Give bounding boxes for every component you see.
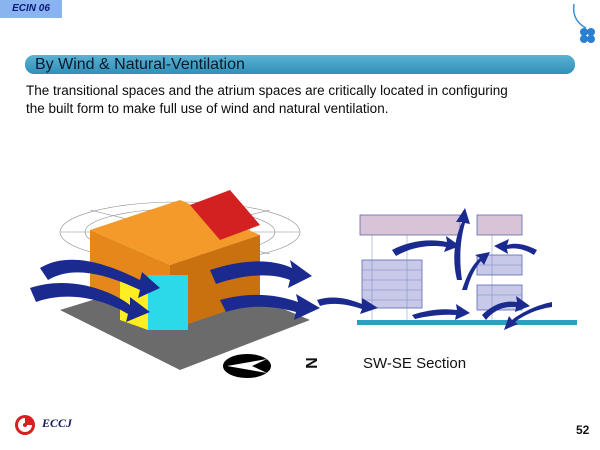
wind-arrows [30, 259, 320, 322]
building-wind-illustration [30, 190, 320, 370]
building-floors [359, 214, 523, 311]
eccj-emblem-icon [15, 415, 35, 435]
building-red-roof [190, 190, 260, 240]
compass-icon [223, 354, 271, 378]
building-roof [90, 200, 260, 265]
title-bar: By Wind & Natural-Ventilation [25, 55, 575, 74]
eccj-logo: ECCJ [14, 414, 94, 436]
ground-line [357, 320, 577, 325]
eccj-logo-text: ECCJ [42, 416, 73, 430]
body-text: The transitional spaces and the atrium s… [26, 82, 576, 118]
slide-tag: ECIN 06 [0, 0, 62, 18]
north-symbol: N [301, 357, 319, 369]
body-line-1: The transitional spaces and the atrium s… [26, 83, 508, 98]
clover-logo-icon [572, 3, 595, 43]
airflow-arrows [317, 208, 552, 330]
body-line-2: the built form to make full use of wind … [26, 101, 389, 116]
slide-title: By Wind & Natural-Ventilation [35, 56, 245, 73]
sw-se-section-diagram [317, 208, 577, 330]
page-number: 52 [576, 423, 590, 437]
section-label: SW-SE Section [363, 355, 467, 372]
